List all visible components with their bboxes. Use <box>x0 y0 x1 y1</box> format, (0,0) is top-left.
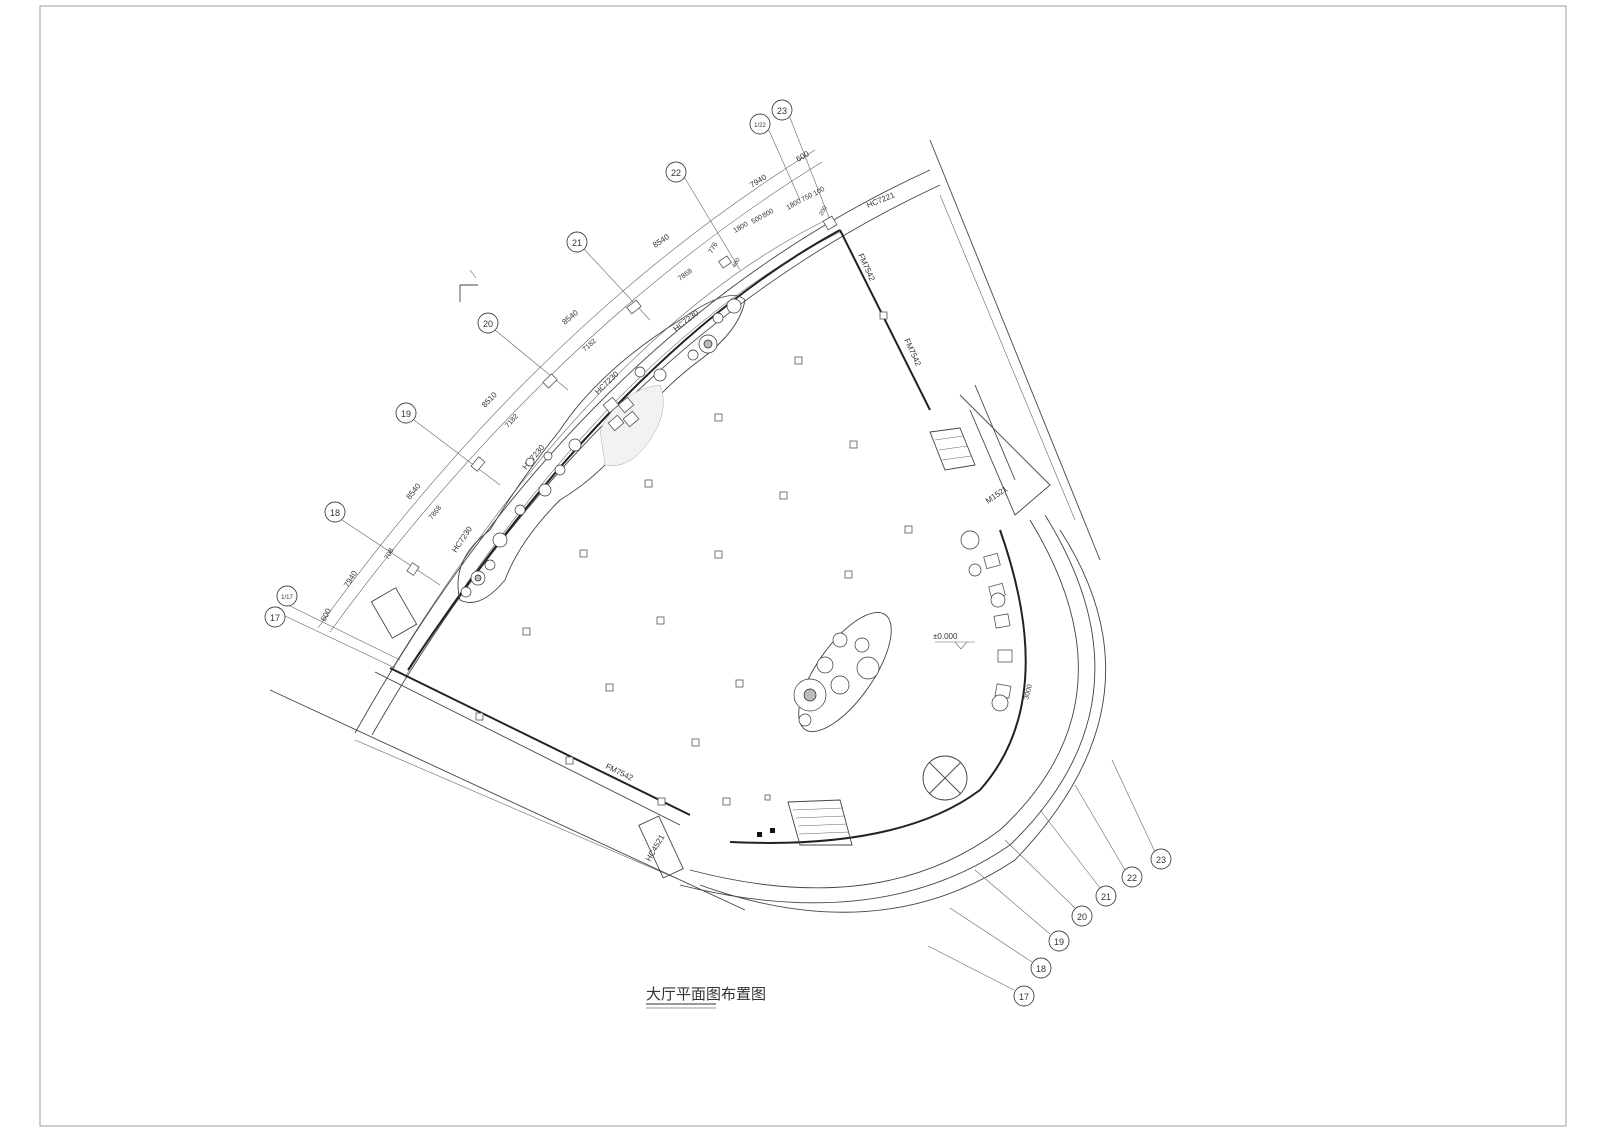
window-label: HC7230 <box>593 369 621 396</box>
grid-bubble-label: 19 <box>401 409 411 419</box>
dimension-text: 400 <box>732 257 743 269</box>
facade-columns <box>406 215 838 576</box>
grid-bubble-top-18: 18 <box>324 501 346 523</box>
grid-bubble-label: 20 <box>483 319 493 329</box>
grid-bubble-br-23: 23 <box>1150 848 1172 870</box>
door-label: M1521 <box>984 484 1010 506</box>
dimension-text: 7868 <box>428 505 443 522</box>
dimension-text: 8540 <box>651 232 671 250</box>
grid-bubble-br-19: 19 <box>1048 930 1070 952</box>
grid-bubble-label: 18 <box>1036 964 1046 974</box>
grid-bubble-label: 1/17 <box>281 595 293 601</box>
staircase <box>757 799 853 846</box>
element-labels: HC7221 HC7230 HC7230 HC7230 HC7230 FM754… <box>450 190 1009 863</box>
dimension-text: 7940 <box>342 569 359 589</box>
nw-planter <box>457 295 746 603</box>
dimension-text: 708 <box>384 547 396 561</box>
dimension-labels: 7940 8540 8540 8510 8540 7940 600 600 18… <box>319 149 1034 701</box>
grid-bubble-label: 17 <box>270 613 280 623</box>
dimension-text: 8540 <box>404 481 422 501</box>
grid-bubble-left-17: 17 <box>264 606 286 628</box>
dimension-text: 200 <box>819 205 830 217</box>
grid-bubble-br-17: 17 <box>1013 985 1035 1007</box>
grid-lines <box>282 109 831 669</box>
dimension-text: 7182 <box>504 413 520 429</box>
dimension-text: 7182 <box>582 338 598 354</box>
dimension-text: 1800 <box>786 198 803 212</box>
window-label: HC7221 <box>865 190 896 210</box>
dimension-text: 8510 <box>480 390 499 409</box>
grid-bubble-label: 21 <box>1101 892 1111 902</box>
grid-bubble-top-21: 21 <box>566 231 588 253</box>
grid-bubble-top-19: 19 <box>395 402 417 424</box>
grid-bubble-label: 17 <box>1019 992 1029 1002</box>
dimension-text: 500 <box>751 214 765 226</box>
dimension-text: 1800 <box>733 221 750 235</box>
drawing-title: 大厅平面图布置图 <box>646 986 766 1009</box>
grid-bubble-br-20: 20 <box>1071 905 1093 927</box>
grid-bubble-label: 23 <box>777 106 787 116</box>
dimension-text: 600 <box>795 149 812 164</box>
dimension-text: 100 <box>813 186 827 198</box>
central-planter <box>793 612 892 732</box>
elevation-text: ±0.000 <box>933 632 958 641</box>
grid-bubble-br-18: 18 <box>1030 957 1052 979</box>
grid-bubble-label: 20 <box>1077 912 1087 922</box>
drawing-title-text: 大厅平面图布置图 <box>646 986 766 1003</box>
east-seating <box>960 530 1013 712</box>
grid-bubble-br-22: 22 <box>1121 866 1143 888</box>
grid-bubble-label: 19 <box>1054 937 1064 947</box>
dimension-text: 7868 <box>677 268 694 283</box>
grid-bubble-top-20: 20 <box>477 312 499 334</box>
grid-bubble-label: 21 <box>572 238 582 248</box>
window-label: HC4521 <box>644 833 667 863</box>
revolving-door <box>922 755 968 801</box>
grid-bubble-label: 18 <box>330 508 340 518</box>
floor-columns <box>475 311 913 806</box>
grid-leaders-bottom <box>927 759 1156 991</box>
grid-bubbles: 23 1/22 22 21 20 19 18 1/17 <box>264 99 1172 1007</box>
sheet-border <box>39 5 1567 1127</box>
grid-bubble-label: 23 <box>1156 855 1166 865</box>
dimension-text: 3000 <box>1023 684 1034 701</box>
grid-bubble-left-1-17: 1/17 <box>276 585 298 607</box>
grid-bubble-label: 22 <box>1127 873 1137 883</box>
dimension-text: 600 <box>319 606 333 622</box>
dimension-text: 8540 <box>561 308 581 327</box>
grid-bubble-top-1-22: 1/22 <box>749 113 771 135</box>
grid-bubble-top-23: 23 <box>771 99 793 121</box>
grid-bubble-br-21: 21 <box>1095 885 1117 907</box>
grid-bubble-label: 22 <box>671 168 681 178</box>
dimension-text: 750 <box>801 192 815 204</box>
grid-bubble-label: 1/22 <box>754 123 766 129</box>
door-label: FM7542 <box>902 337 923 368</box>
elevation-marker: ±0.000 <box>933 632 975 650</box>
dimension-text: 800 <box>762 208 776 220</box>
grid-bubble-top-22: 22 <box>665 161 687 183</box>
dimension-text: 776 <box>708 241 720 255</box>
ne-entrance-stair <box>929 427 976 471</box>
